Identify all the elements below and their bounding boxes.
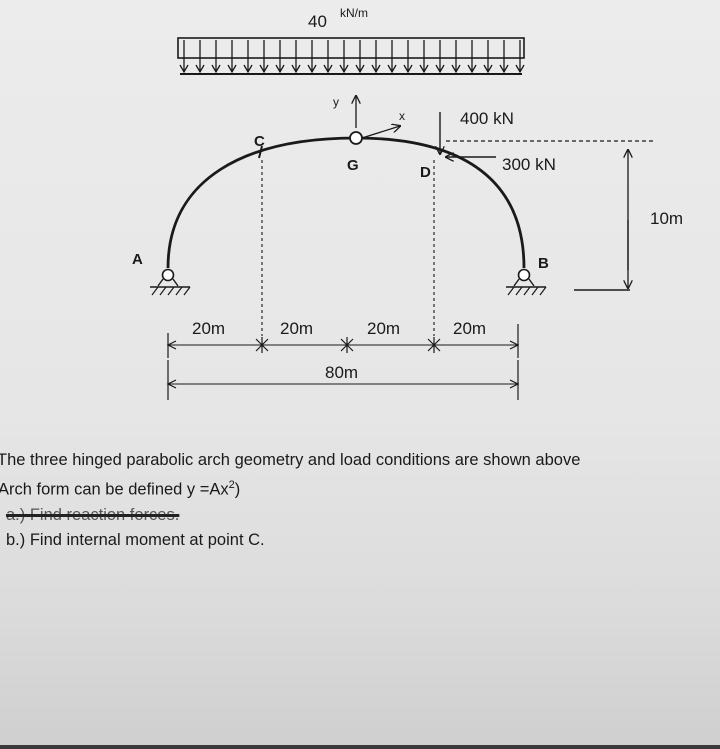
load-arrow <box>211 40 221 74</box>
span-label-3: 20m <box>367 319 400 338</box>
x-axis-label: x <box>399 109 405 123</box>
load-arrow <box>419 40 429 74</box>
distributed-load: 40 kN/m <box>177 6 525 75</box>
load-arrow <box>227 40 237 74</box>
horizontal-force: 300 kN <box>446 155 556 174</box>
load-unit: kN/m <box>340 6 368 20</box>
load-arrow <box>387 40 397 74</box>
load-arrow <box>259 40 269 74</box>
load-arrow <box>403 40 413 74</box>
arch-form-text: Arch form can be defined y =Ax <box>0 480 229 499</box>
point-c-mark <box>258 145 263 159</box>
question-b: b.) Find internal moment at point C. <box>6 530 265 549</box>
load-arrow <box>243 40 253 74</box>
exponent: 2 <box>228 479 235 491</box>
span-label-2: 20m <box>280 319 313 338</box>
load-arrow <box>371 40 381 74</box>
rise-dimension: 10m <box>574 150 683 291</box>
question-a-struck: a.) Find reaction forces. <box>6 505 180 524</box>
support-b: B <box>506 255 549 296</box>
span-label-1: 20m <box>192 319 225 338</box>
point-d-label: D <box>420 164 431 181</box>
load-arrow <box>307 40 317 74</box>
load-arrows <box>179 40 525 74</box>
load-arrow <box>275 40 285 74</box>
load-arrow <box>435 40 445 74</box>
problem-statement: The three hinged parabolic arch geometry… <box>0 448 720 553</box>
load-arrow <box>339 40 349 74</box>
span-dimensions: 20m 20m 20m 20m <box>166 319 520 358</box>
total-span-dimension: 80m <box>166 360 520 400</box>
three-hinged-arch-diagram: 40 kN/m y x G C D 400 kN 300 kN A <box>132 6 683 400</box>
point-g-label: G <box>347 157 359 174</box>
load-arrow <box>323 40 333 74</box>
x-axis-arrow <box>361 126 400 139</box>
load-arrow <box>467 40 477 74</box>
support-a: A <box>132 251 191 296</box>
load-arrow <box>291 40 301 74</box>
point-c-label: C <box>254 133 265 150</box>
load-arrow <box>515 40 525 74</box>
problem-line-2: Arch form can be defined y =Ax2) <box>0 473 720 503</box>
span-label-4: 20m <box>453 319 486 338</box>
horizontal-force-label: 300 kN <box>502 155 556 174</box>
total-span-label: 80m <box>325 363 358 382</box>
load-arrow <box>451 40 461 74</box>
point-b-label: B <box>538 255 549 272</box>
problem-line-1: The three hinged parabolic arch geometry… <box>0 451 581 469</box>
vertical-force-label: 400 kN <box>460 109 514 128</box>
load-arrow <box>483 40 493 74</box>
bottom-edge <box>0 745 720 749</box>
load-arrow <box>195 40 205 74</box>
vertical-force: 400 kN <box>440 109 514 154</box>
load-block <box>177 37 525 59</box>
coordinate-axes: y x <box>333 95 405 139</box>
y-axis-label: y <box>333 95 339 109</box>
load-value: 40 <box>308 12 327 31</box>
load-arrow <box>499 40 509 74</box>
rise-label: 10m <box>650 209 683 228</box>
load-arrow <box>355 40 365 74</box>
point-a-label: A <box>132 251 143 268</box>
hinge-g <box>349 131 363 145</box>
arch-form-close: ) <box>234 480 241 499</box>
load-arrow <box>179 40 189 74</box>
